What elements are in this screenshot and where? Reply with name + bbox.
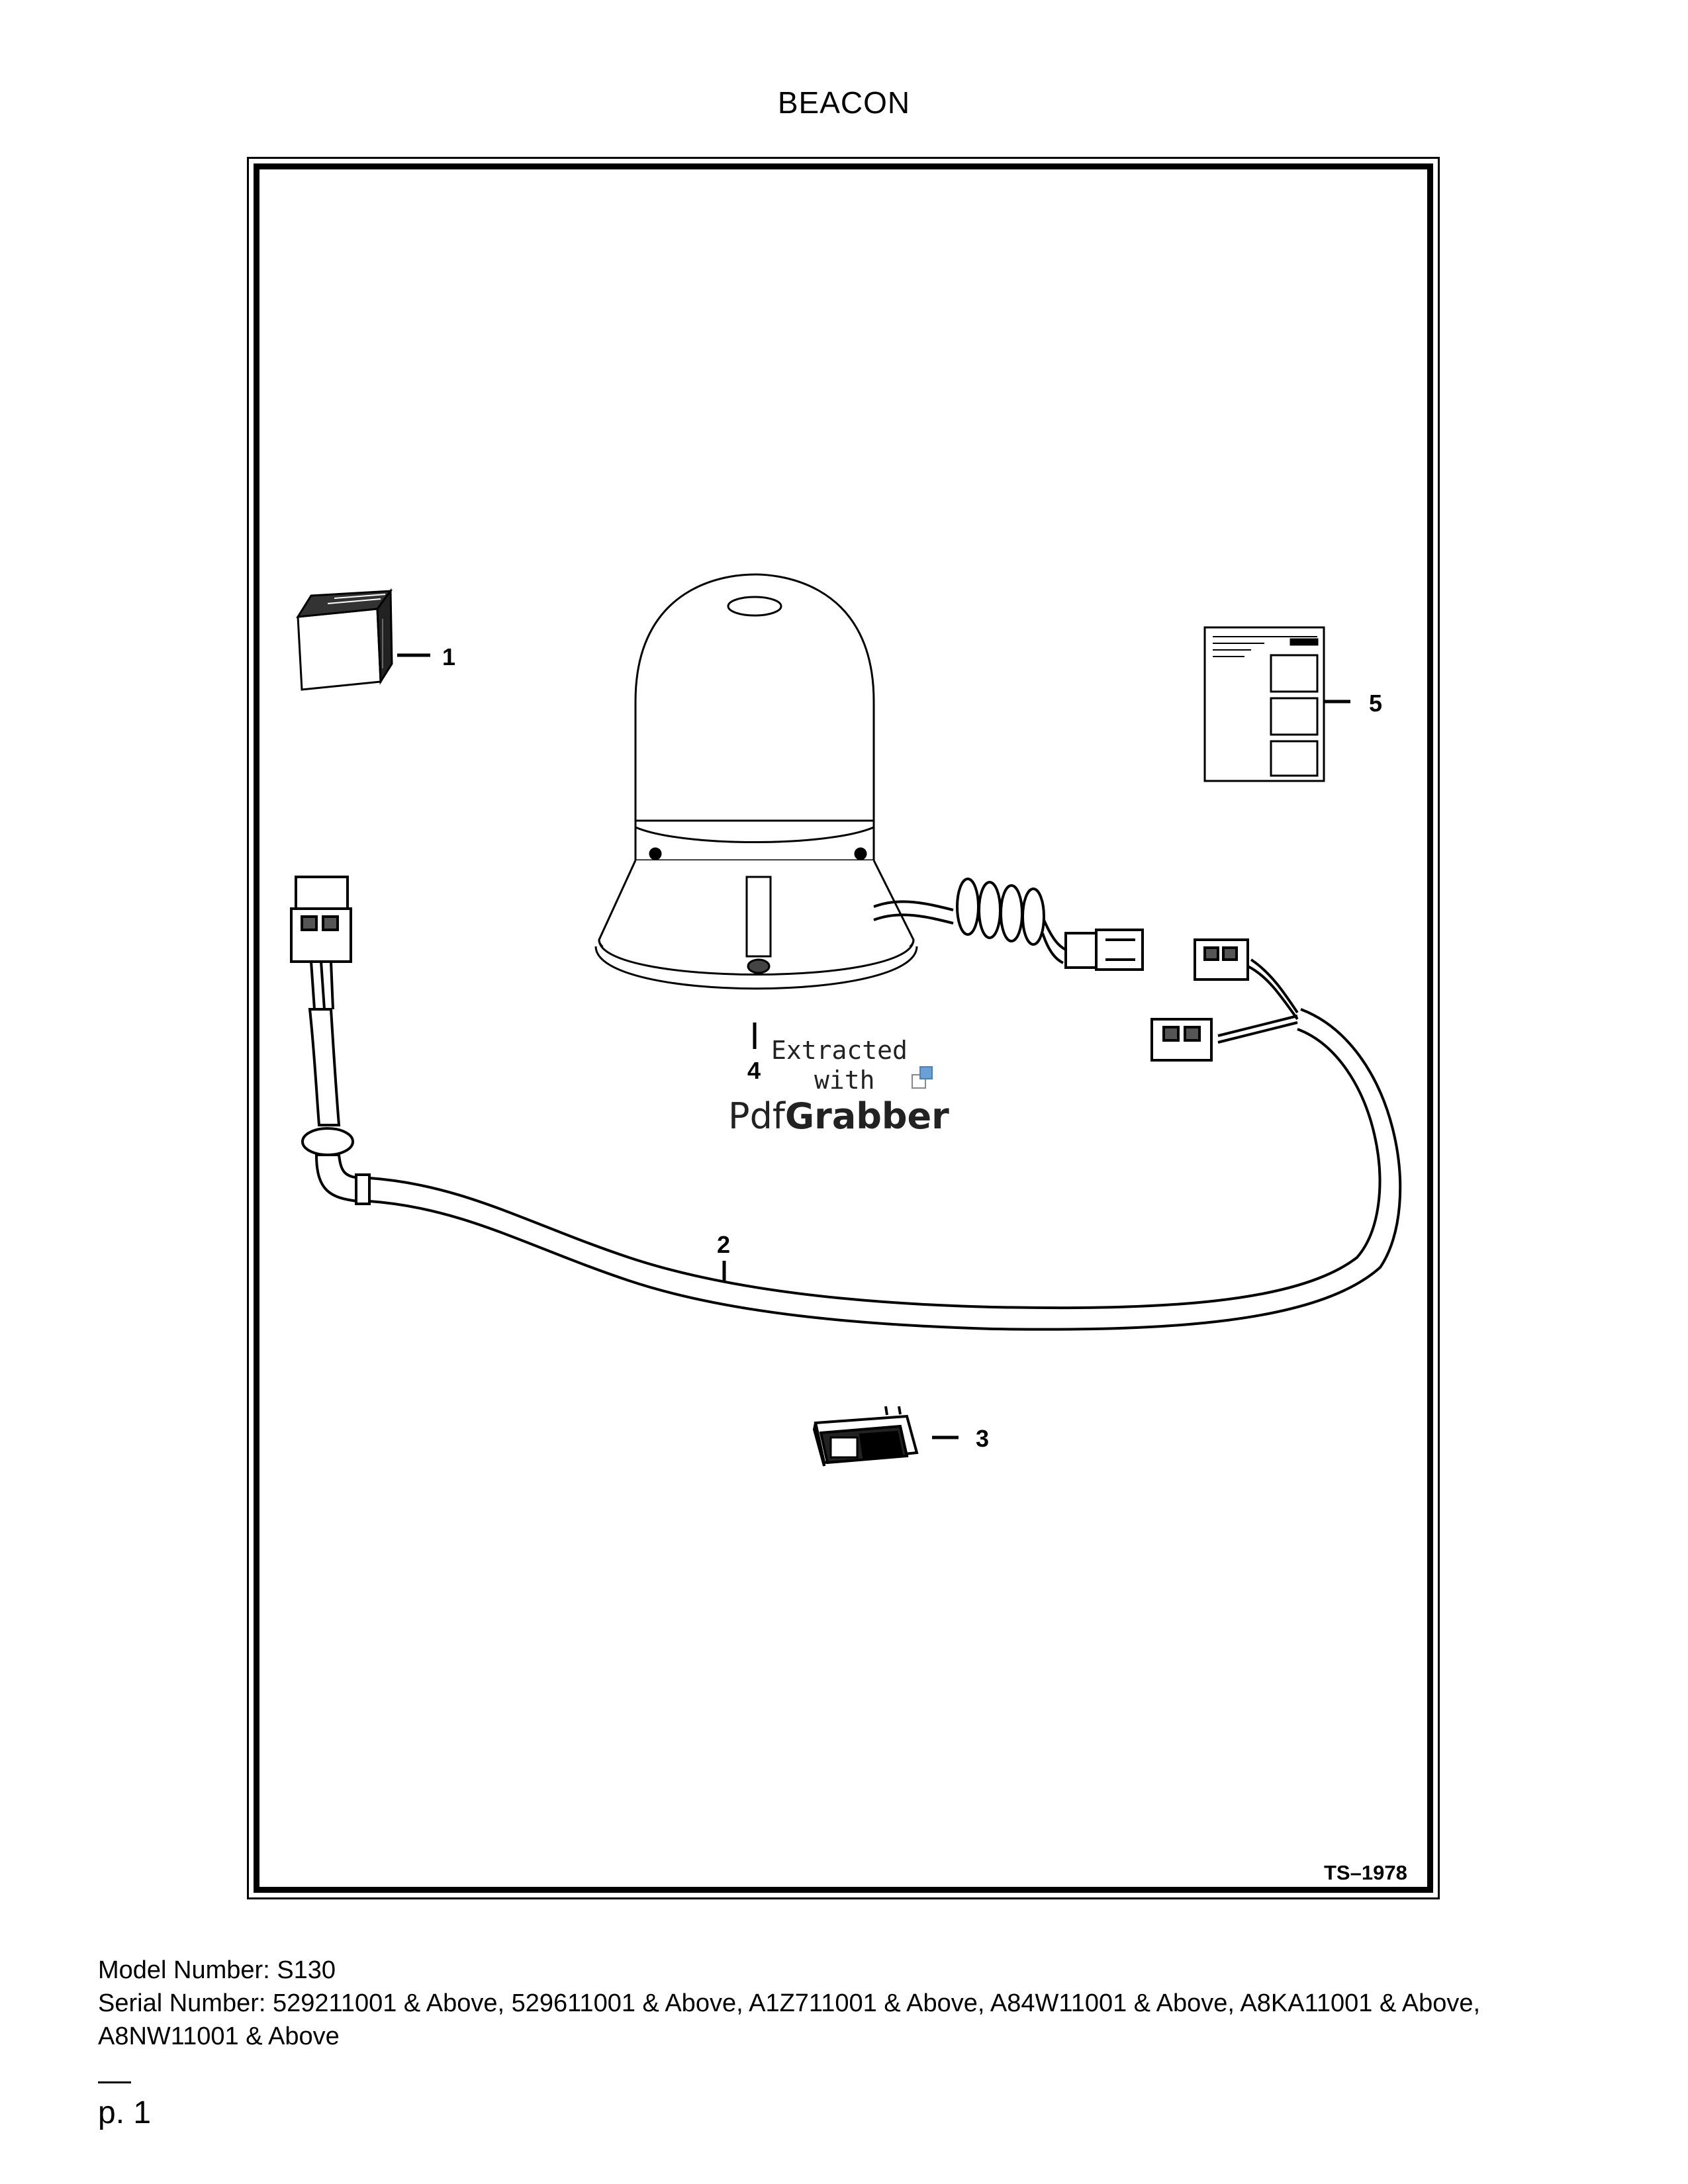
wiring-harness-icon [290, 876, 1402, 1331]
watermark-logo-icon [912, 1066, 933, 1089]
callout-3: 3 [976, 1425, 989, 1452]
callout-1: 1 [442, 643, 455, 670]
watermark: Extracted with PdfGrabber [728, 1036, 949, 1137]
figure-id: TS–1978 [1324, 1861, 1407, 1884]
watermark-line2: with [814, 1066, 875, 1095]
decal-sheet-icon [1203, 626, 1325, 782]
serial-number: Serial Number: 529211001 & Above, 529611… [98, 1989, 1481, 2050]
parts-diagram: 1 4 [290, 573, 1402, 1467]
page-number: p. 1 [98, 2095, 152, 2130]
callout-5: 5 [1369, 690, 1382, 717]
figure-frame-outer [247, 157, 1440, 1899]
model-number: Model Number: S130 [98, 1956, 336, 1984]
watermark-line1: Extracted [771, 1036, 908, 1065]
beacon-coil-cord [873, 878, 1144, 971]
rocker-switch-icon [812, 1406, 919, 1467]
callout-4: 4 [747, 1057, 761, 1084]
figure-frame [254, 163, 1433, 1893]
callout-2: 2 [717, 1231, 730, 1258]
footer-rule [98, 2081, 131, 2083]
watermark-brand: PdfGrabber [728, 1095, 949, 1137]
beacon-light-icon [594, 573, 918, 990]
fuse-block-icon [296, 588, 393, 691]
page-title: BEACON [777, 85, 911, 120]
